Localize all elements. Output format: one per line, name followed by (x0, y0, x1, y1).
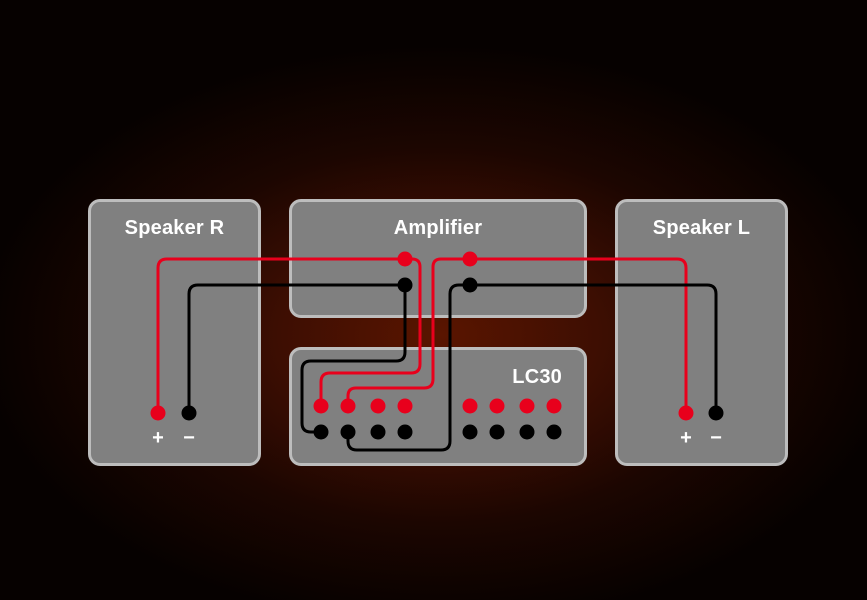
lc30-positive-terminal (340, 398, 356, 414)
amp-to-lc30-negative-wire-2 (346, 283, 472, 452)
speaker-r-plus-label: + (152, 427, 164, 449)
speaker-l-positive-wire (468, 257, 688, 414)
speaker-l-minus-label: − (710, 427, 722, 449)
lc30-negative-terminal (519, 424, 535, 440)
speaker-l-negative-terminal (708, 405, 724, 421)
lc30-positive-terminal (546, 398, 562, 414)
lc30-negative-terminal (313, 424, 329, 440)
lc30-title: LC30 (512, 366, 562, 388)
lc30-positive-terminal (462, 398, 478, 414)
speaker-l-negative-wire (468, 283, 718, 414)
amp-to-lc30-positive-wire-2 (346, 257, 472, 407)
speaker-l-title: Speaker L (652, 217, 751, 239)
speaker-r-negative-terminal (181, 405, 197, 421)
amp-to-lc30-negative-wire-1 (300, 283, 407, 434)
speaker-r-positive-wire (156, 257, 407, 414)
lc30-negative-terminal (489, 424, 505, 440)
speaker-r-positive-terminal (150, 405, 166, 421)
lc30-negative-terminal (546, 424, 562, 440)
lc30-positive-terminal (489, 398, 505, 414)
lc30-negative-terminal (370, 424, 386, 440)
amplifier-left-negative-terminal (462, 277, 478, 293)
speaker-r-title: Speaker R (124, 217, 225, 239)
amplifier-title: Amplifier (393, 217, 483, 239)
lc30-positive-terminal (519, 398, 535, 414)
speaker-l-positive-terminal (678, 405, 694, 421)
amplifier-left-positive-terminal (462, 251, 478, 267)
lc30-positive-terminal (370, 398, 386, 414)
lc30-box: LC30 (289, 347, 587, 466)
speaker-r-negative-wire (187, 283, 407, 414)
speaker-r-box: Speaker R (88, 199, 261, 466)
amplifier-right-negative-terminal (397, 277, 413, 293)
speaker-l-plus-label: + (680, 427, 692, 449)
lc30-negative-terminal (462, 424, 478, 440)
lc30-positive-terminal (397, 398, 413, 414)
lc30-negative-terminal (397, 424, 413, 440)
lc30-negative-terminal (340, 424, 356, 440)
amplifier-right-positive-terminal (397, 251, 413, 267)
amp-to-lc30-positive-wire-1 (319, 257, 422, 407)
speaker-l-box: Speaker L (615, 199, 788, 466)
speaker-r-minus-label: − (183, 427, 195, 449)
lc30-positive-terminal (313, 398, 329, 414)
